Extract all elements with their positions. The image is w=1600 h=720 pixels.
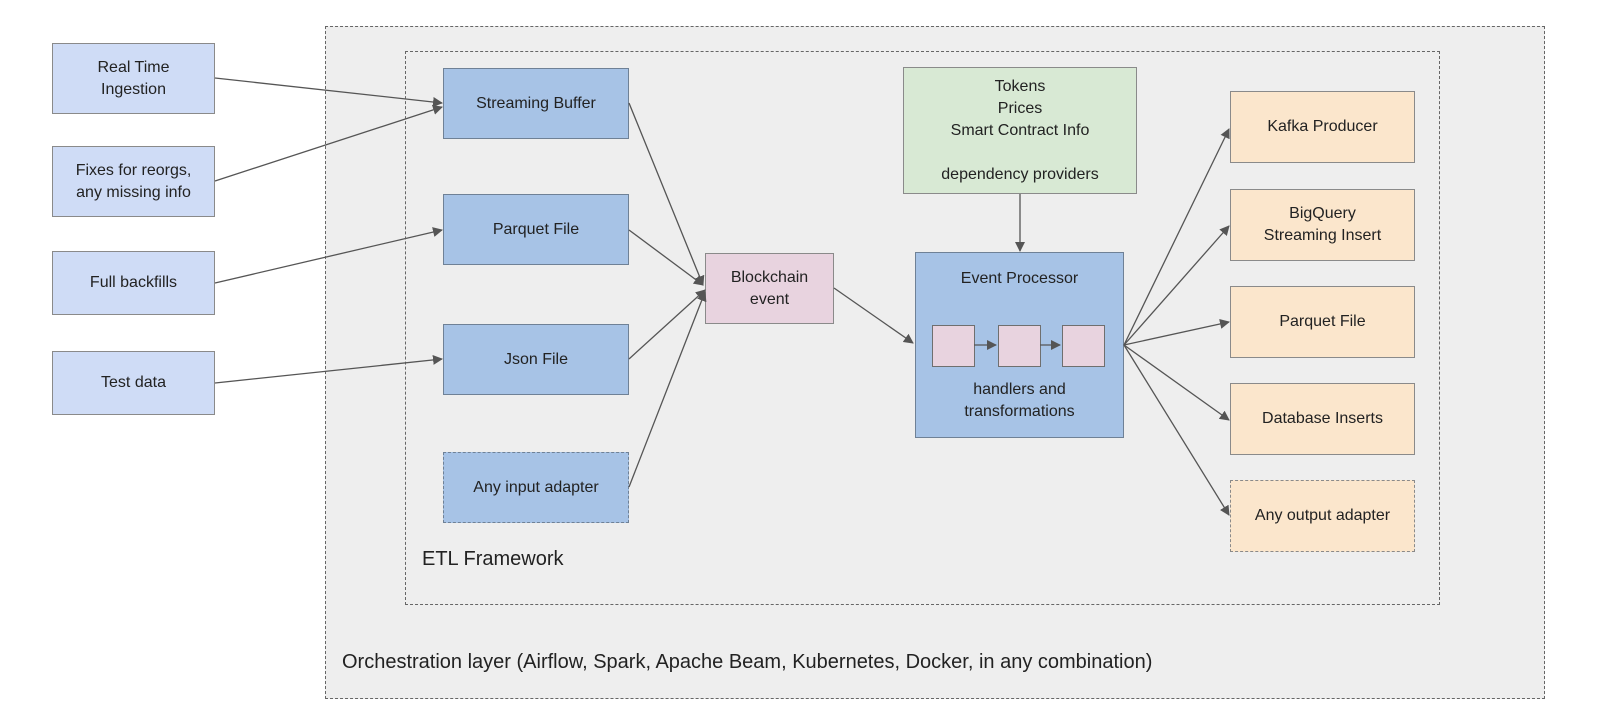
etl-framework-frame <box>405 51 1440 605</box>
source-fixes-for-reorgs: Fixes for reorgs, any missing info <box>52 146 215 217</box>
handler-block <box>998 325 1041 367</box>
output-parquet-file: Parquet File <box>1230 286 1415 358</box>
source-real-time-ingestion: Real Time Ingestion <box>52 43 215 114</box>
arrow-json-to-event <box>628 289 706 360</box>
source-full-backfills: Full backfills <box>52 251 215 315</box>
handler-block <box>1062 325 1105 367</box>
arrow-any-input-to-event <box>628 291 707 488</box>
output-database-inserts: Database Inserts <box>1230 383 1415 455</box>
output-bigquery-streaming-insert: BigQuery Streaming Insert <box>1230 189 1415 261</box>
arrow-testdata-to-json <box>214 354 443 384</box>
event-processor: Event Processor handlers and transformat… <box>915 252 1124 438</box>
input-any-adapter: Any input adapter <box>443 452 629 523</box>
arrow-fixes-to-streaming <box>214 105 443 182</box>
arrow-processor-to-kafka <box>1123 128 1230 346</box>
dependency-providers: Tokens Prices Smart Contract Info depend… <box>903 67 1137 194</box>
source-test-data: Test data <box>52 351 215 415</box>
blockchain-event: Blockchain event <box>705 253 834 324</box>
arrow-event-to-processor <box>833 287 914 344</box>
orchestration-layer-label: Orchestration layer (Airflow, Spark, Apa… <box>342 651 1153 673</box>
input-streaming-buffer: Streaming Buffer <box>443 68 629 139</box>
arrow-realtime-to-streaming <box>214 77 443 107</box>
output-any-adapter: Any output adapter <box>1230 480 1415 552</box>
handler-block <box>932 325 975 367</box>
arrow-streaming-to-event <box>628 102 705 286</box>
input-parquet-file: Parquet File <box>443 194 629 265</box>
arrow-processor-to-parquet <box>1123 319 1230 346</box>
arrow-backfills-to-parquet <box>214 227 443 284</box>
arrow-processor-to-bigquery <box>1123 225 1230 346</box>
input-json-file: Json File <box>443 324 629 395</box>
output-kafka-producer: Kafka Producer <box>1230 91 1415 163</box>
etl-framework-label: ETL Framework <box>422 548 564 570</box>
event-processor-title: Event Processor <box>960 270 1079 287</box>
arrow-processor-to-database <box>1123 344 1230 421</box>
event-processor-subtitle: handlers and transformations <box>964 381 1075 420</box>
arrow-parquet-to-event <box>628 229 704 286</box>
arrow-processor-to-any-output <box>1123 344 1230 516</box>
